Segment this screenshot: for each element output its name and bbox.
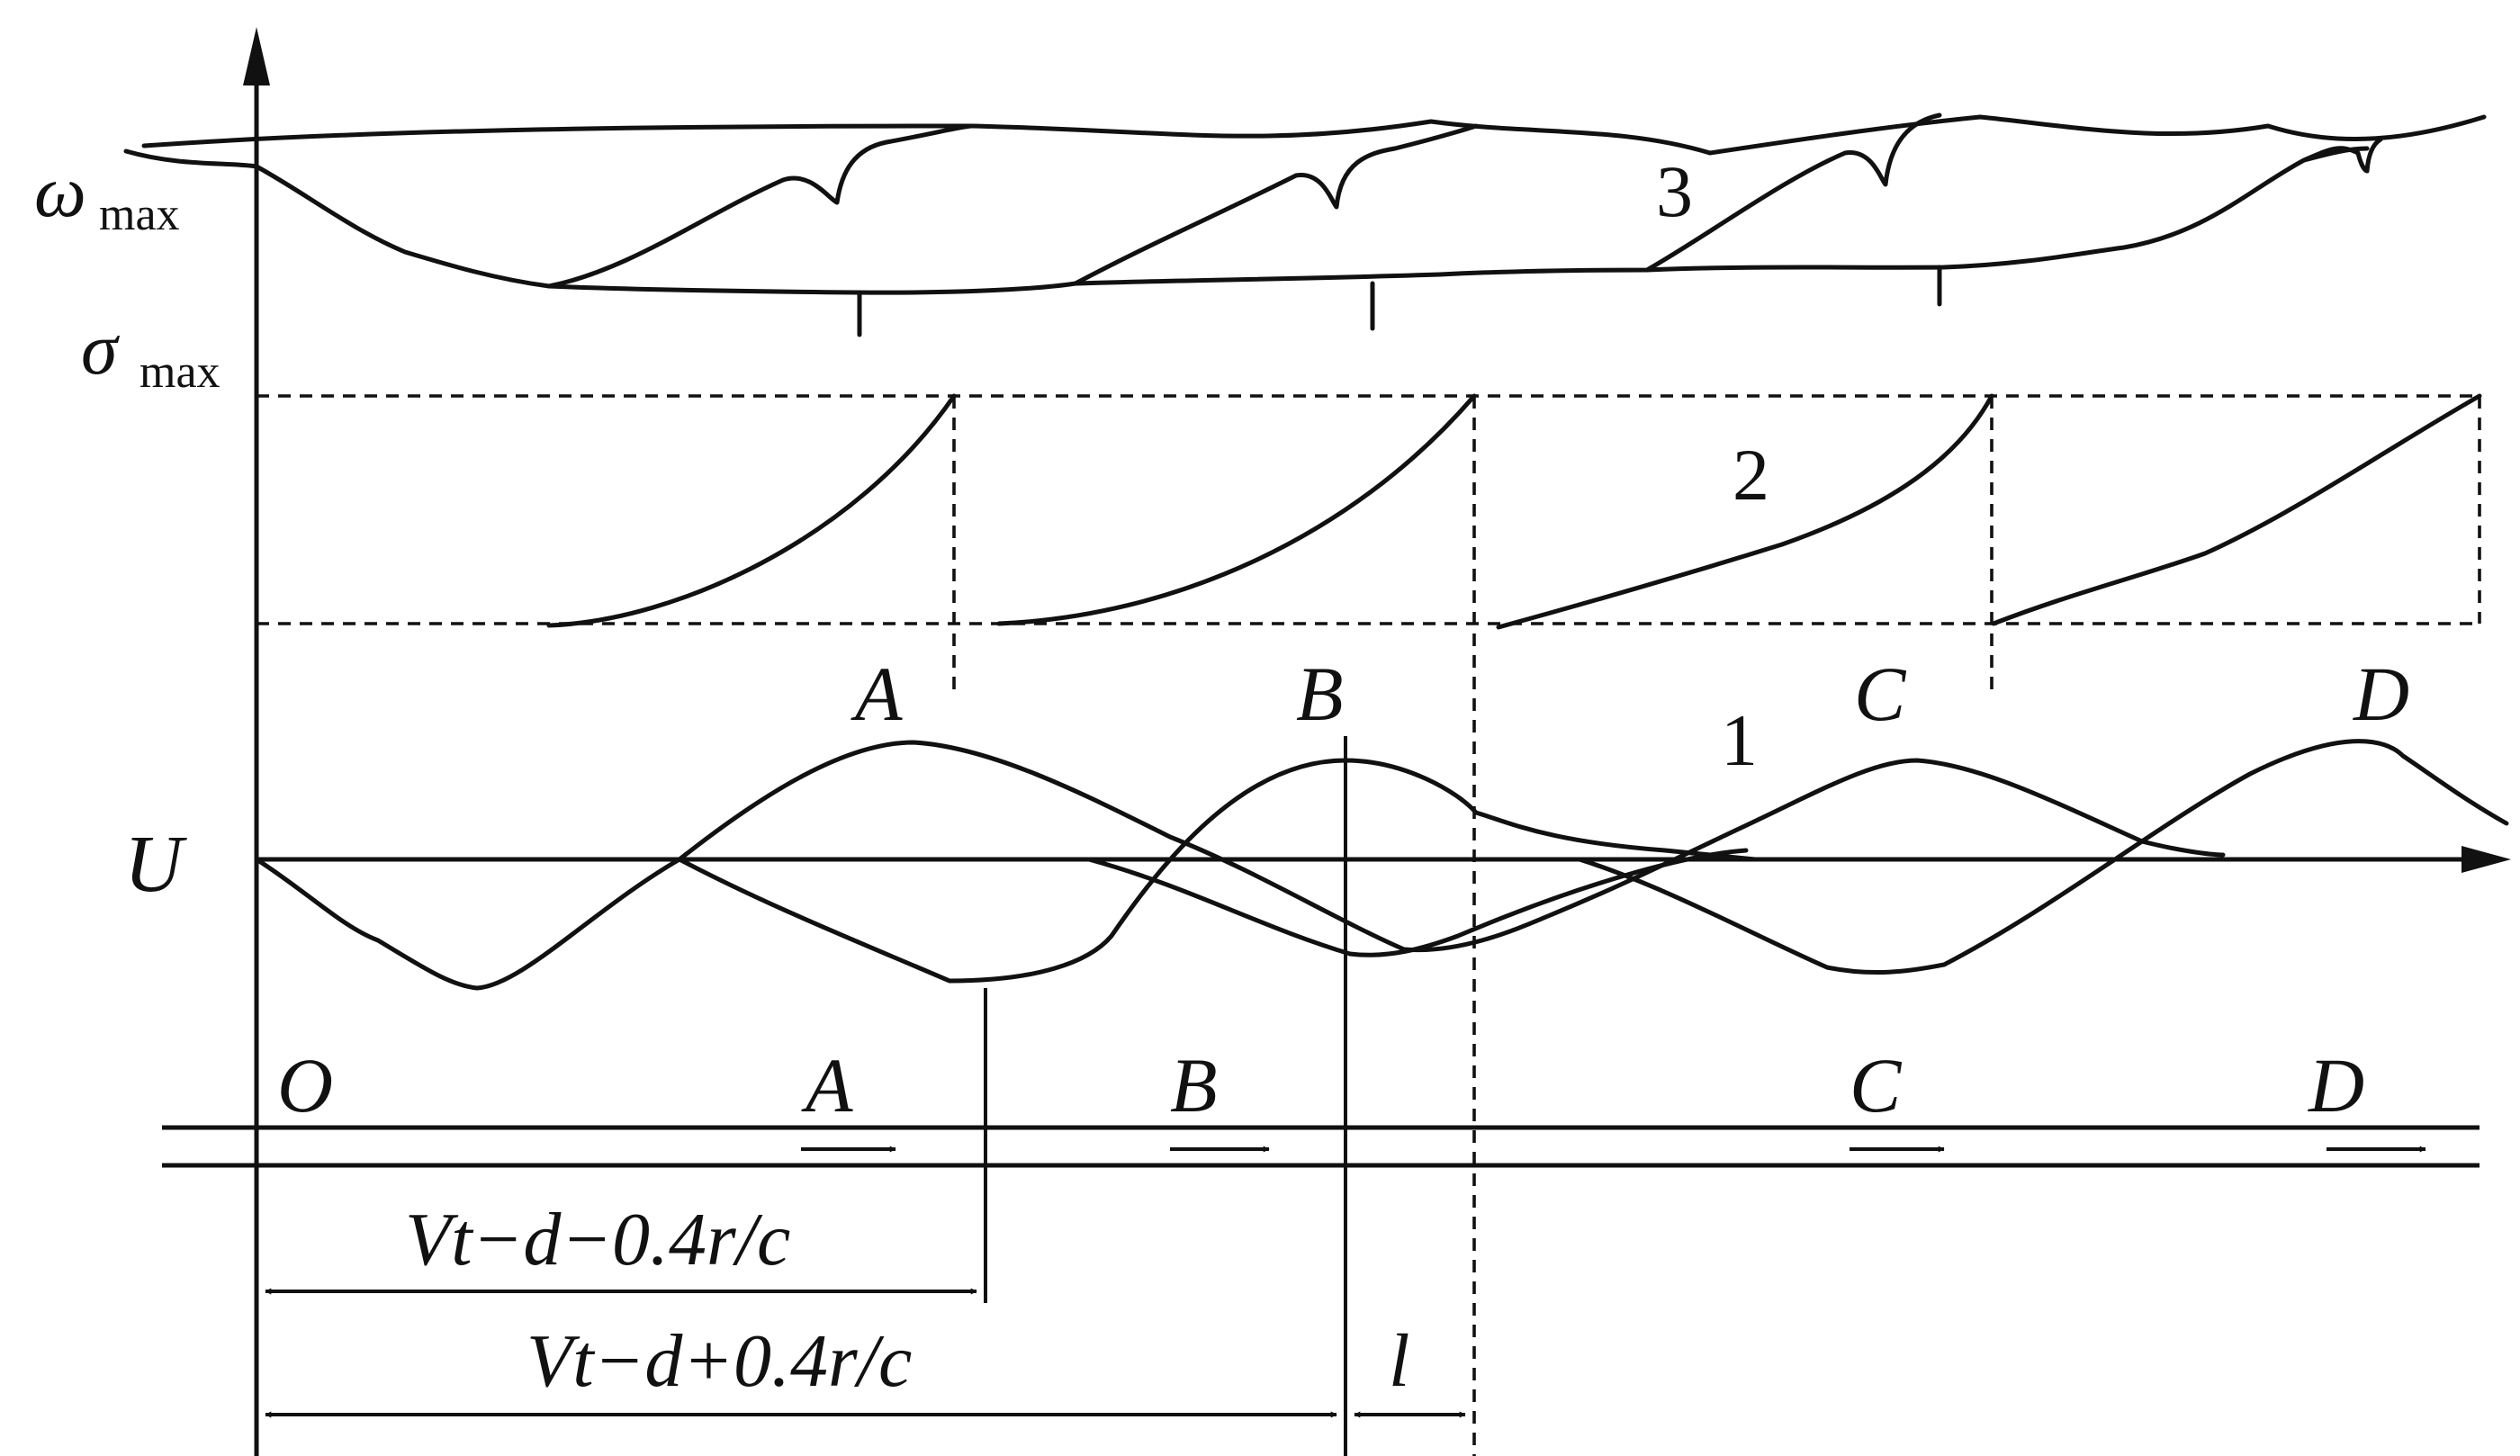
u-axis-arrow-icon [2462, 846, 2511, 873]
curve-2-sigma [256, 393, 2482, 1456]
peak-label-d: D [2353, 651, 2409, 737]
curve-3-label: 3 [1656, 150, 1693, 232]
peak-label-b: B [1296, 651, 1344, 737]
dimension-label-2: Vt−d+0.4r/c [526, 1319, 912, 1403]
peak-label-a: A [850, 651, 903, 737]
curve-2-label: 2 [1732, 434, 1769, 516]
u-axis [256, 846, 2511, 873]
sigma-subscript: max [140, 346, 220, 398]
u-axis-label: U [124, 820, 187, 909]
track-label-b: B [1170, 1042, 1218, 1128]
curve-3-omega [123, 112, 2487, 337]
dimension-arrows [265, 1288, 1466, 1418]
omega-symbol: ω [34, 150, 86, 232]
peak-label-c: C [1854, 651, 1907, 737]
omega-subscript: max [99, 189, 180, 240]
track-lines [162, 1125, 2480, 1168]
track-label-c: C [1850, 1042, 1903, 1128]
dimension-label-l: l [1389, 1319, 1409, 1403]
curve-1-u [254, 739, 2509, 991]
curve-1-label: 1 [1721, 699, 1758, 781]
sigma-symbol: σ [81, 308, 121, 390]
track-label-a: A [801, 1042, 853, 1128]
dimension-label-1: Vt−d−0.4r/c [405, 1198, 790, 1281]
origin-label: O [277, 1042, 333, 1128]
vertical-axis [243, 27, 270, 1456]
track-label-d: D [2308, 1042, 2364, 1128]
vertical-axis-arrow-icon [243, 27, 270, 85]
